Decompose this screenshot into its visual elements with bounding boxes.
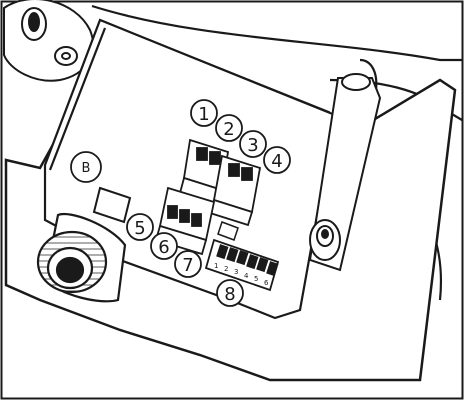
callout-1-label: 1 — [198, 104, 209, 125]
dip-position-labels: 1 2 3 4 5 6 — [214, 262, 269, 287]
dip-label-3: 3 — [234, 268, 238, 276]
callout-3-label: 3 — [247, 135, 258, 156]
callout-7-label: 7 — [182, 255, 193, 276]
callout-4-label: 4 — [271, 151, 282, 172]
terminal-block-3-4 — [208, 154, 262, 227]
dip-label-2: 2 — [224, 265, 228, 273]
callout-5-label: 5 — [134, 218, 145, 239]
callout-8-label: 8 — [224, 284, 235, 305]
top-left-knob — [3, 0, 95, 82]
callout-7: 7 — [174, 250, 202, 278]
connector-b-block — [92, 186, 132, 224]
callout-8: 8 — [216, 279, 244, 307]
callout-6: 6 — [150, 232, 178, 260]
callout-b-label: B — [82, 161, 91, 176]
callout-b: B — [70, 151, 102, 183]
callout-3: 3 — [239, 130, 267, 158]
dip-label-5: 5 — [254, 275, 258, 283]
callout-2: 2 — [215, 114, 243, 142]
callout-4: 4 — [263, 146, 291, 174]
right-screw-post — [309, 219, 341, 261]
small-component — [217, 221, 239, 241]
callout-1: 1 — [190, 99, 218, 127]
callout-6-label: 6 — [158, 237, 169, 258]
dip-label-6: 6 — [264, 279, 269, 287]
dip-label-1: 1 — [214, 262, 218, 270]
dip-switch — [204, 238, 280, 292]
callout-5: 5 — [126, 213, 154, 241]
callout-2-label: 2 — [223, 119, 234, 140]
dip-label-4: 4 — [244, 272, 249, 280]
cable-gland — [36, 212, 127, 303]
terminal-block-1-2 — [178, 138, 230, 207]
